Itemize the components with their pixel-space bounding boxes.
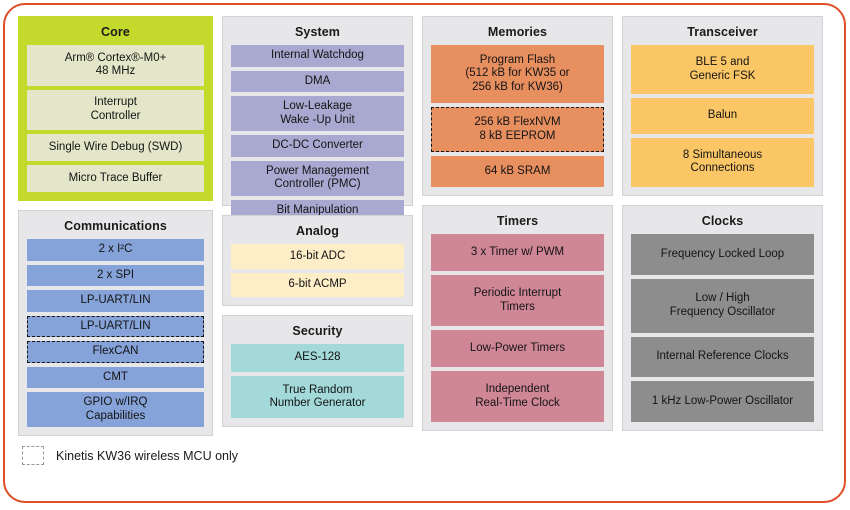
group-memories: Memories Program Flash (512 kB for KW35 … (422, 16, 613, 196)
block-item: Periodic Interrupt Timers (431, 275, 604, 326)
block-item: 16-bit ADC (231, 244, 404, 269)
group-items-analog: 16-bit ADC 6-bit ACMP (231, 244, 404, 297)
block-item: GPIO w/IRQ Capabilities (27, 392, 204, 427)
block-item: DMA (231, 70, 404, 92)
block-item: Frequency Locked Loop (631, 234, 814, 275)
legend-label: Kinetis KW36 wireless MCU only (56, 448, 238, 463)
block-item: Internal Reference Clocks (631, 336, 814, 378)
group-title-security: Security (292, 324, 343, 338)
block-item: LP-UART/LIN (27, 315, 204, 337)
group-title-system: System (294, 25, 341, 39)
block-item: Low / High Frequency Oscillator (631, 278, 814, 333)
group-items-communications: 2 x I²C 2 x SPI LP-UART/LIN LP-UART/LIN Flex… (27, 239, 204, 427)
group-title-memories: Memories (487, 25, 548, 39)
block-item: Balun (631, 98, 814, 134)
block-item: 256 kB FlexNVM 8 kB EEPROM (431, 107, 604, 152)
block-item: 3 x Timer w/ PWM (431, 234, 604, 272)
column-memories: Memories Program Flash (512 kB for KW35 … (422, 16, 613, 436)
block-item: 2 x SPI (27, 264, 204, 286)
group-communications: Communications 2 x I²C 2 x SPI LP-UART/LIN… (18, 210, 213, 436)
block-item: Arm® Cortex®-M0+ 48 MHz (27, 45, 204, 86)
group-title-communications: Communications (64, 219, 167, 233)
block-item: 2 x I²C (27, 239, 204, 261)
block-item: Micro Trace Buffer (27, 165, 204, 192)
block-item: AES-128 (231, 344, 404, 373)
block-item: Interrupt Controller (27, 89, 204, 130)
group-analog: Analog 16-bit ADC 6-bit ACMP (222, 215, 413, 306)
block-item: BLE 5 and Generic FSK (631, 45, 814, 95)
block-item: Low-Leakage Wake -Up Unit (231, 96, 404, 131)
block-item: 8 Simultaneous Connections (631, 137, 814, 188)
block-item: 64 kB SRAM (431, 155, 604, 188)
block-item: Low-Power Timers (431, 330, 604, 368)
group-title-timers: Timers (496, 214, 539, 228)
group-title-clocks: Clocks (701, 214, 744, 228)
dashed-outline-swatch-icon (22, 446, 44, 465)
block-item: Program Flash (512 kB for KW35 or 256 kB… (431, 45, 604, 104)
block-item: FlexCAN (27, 341, 204, 363)
block-item: 6-bit ACMP (231, 272, 404, 297)
block-item: True Random Number Generator (231, 376, 404, 418)
group-title-transceiver: Transceiver (687, 25, 758, 39)
block-item: Internal Watchdog (231, 45, 404, 67)
block-item: Power Management Controller (PMC) (231, 160, 404, 196)
block-item: LP-UART/LIN (27, 290, 204, 312)
block-item: 1 kHz Low-Power Oscillator (631, 381, 814, 422)
group-title-core: Core (101, 25, 130, 39)
block-item: CMT (27, 366, 204, 388)
block-item: DC-DC Converter (231, 135, 404, 157)
group-title-analog: Analog (296, 224, 339, 238)
group-items-memories: Program Flash (512 kB for KW35 or 256 kB… (431, 45, 604, 188)
block-item: Single Wire Debug (SWD) (27, 134, 204, 161)
block-item: Independent Real-Time Clock (431, 371, 604, 422)
legend: Kinetis KW36 wireless MCU only (22, 446, 238, 465)
